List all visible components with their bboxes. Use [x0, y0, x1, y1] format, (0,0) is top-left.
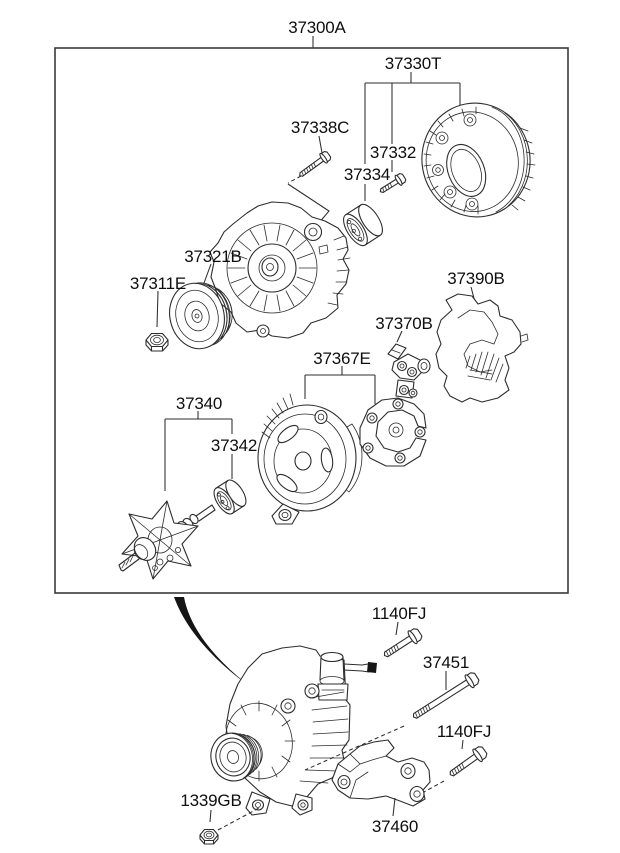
part-number-label-37390b: 37390B	[447, 269, 504, 288]
support-bolt-drawing	[412, 672, 480, 719]
stator-assembly-drawing	[421, 102, 536, 218]
rear-bearing-drawing	[213, 479, 247, 515]
part-number-label-1140fj-upper: 1140FJ	[372, 604, 426, 623]
front-bearing-drawing	[343, 203, 383, 247]
rectifier-drawing	[359, 397, 427, 467]
leader-pulley-nut	[156, 290, 159, 328]
pulley-drawing	[169, 282, 233, 350]
flange-bolt-upper-drawing	[383, 628, 423, 658]
leader-flange-bolt-lower	[461, 739, 464, 750]
stator-screw-drawing	[379, 173, 407, 194]
pulley-nut-drawing	[145, 332, 169, 352]
rotor-drawing	[118, 500, 216, 580]
part-number-label-37460: 37460	[372, 817, 418, 836]
leader-through-bolt-dashed	[287, 175, 302, 184]
leader-flange-nut	[209, 809, 212, 823]
leader-regulator	[396, 330, 403, 343]
part-number-label-37367e: 37367E	[313, 349, 370, 368]
leader-rear-bracket-group	[304, 366, 376, 404]
alternator-assembly-drawing	[210, 645, 377, 816]
mount-bracket-drawing	[331, 739, 431, 807]
leader-rotor-group	[164, 411, 233, 491]
rear-cover-drawing	[435, 293, 529, 403]
leader-flange-bolt-lower-dashed	[423, 780, 445, 793]
leader-flange-bolt-upper	[395, 621, 399, 636]
part-number-label-37340: 37340	[176, 394, 222, 413]
part-number-label-37311e: 37311E	[130, 274, 186, 293]
part-number-label-37451: 37451	[423, 653, 469, 672]
part-number-label-37338c: 37338C	[291, 118, 349, 137]
front-bracket-assembly-drawing	[209, 201, 351, 339]
rear-bracket-drawing	[257, 393, 363, 525]
flange-nut-drawing	[199, 828, 219, 845]
leader-stator-group	[364, 72, 461, 201]
part-number-label-37330t: 37330T	[385, 54, 441, 73]
part-number-label-37334: 37334	[344, 165, 390, 184]
leader-support-bracket	[392, 797, 396, 817]
through-bolt-drawing	[299, 151, 332, 177]
callout-tail	[174, 597, 252, 688]
exploded-view-box	[54, 47, 569, 594]
part-number-label-1339gb: 1339GB	[180, 791, 241, 810]
flange-bolt-lower-drawing	[449, 746, 488, 777]
leader-through-bolt	[318, 135, 323, 154]
part-number-label-37342: 37342	[211, 436, 257, 455]
part-number-label-37300a: 37300A	[288, 18, 346, 37]
regulator-drawing	[387, 343, 431, 407]
part-number-label-37321b: 37321B	[184, 247, 241, 266]
part-number-label-1140fj-lower: 1140FJ	[437, 722, 491, 741]
part-number-label-37370b: 37370B	[375, 314, 432, 333]
leader-pulley	[203, 263, 212, 284]
leader-flange-nut-dashed	[217, 807, 260, 831]
part-number-label-37332: 37332	[370, 143, 416, 162]
